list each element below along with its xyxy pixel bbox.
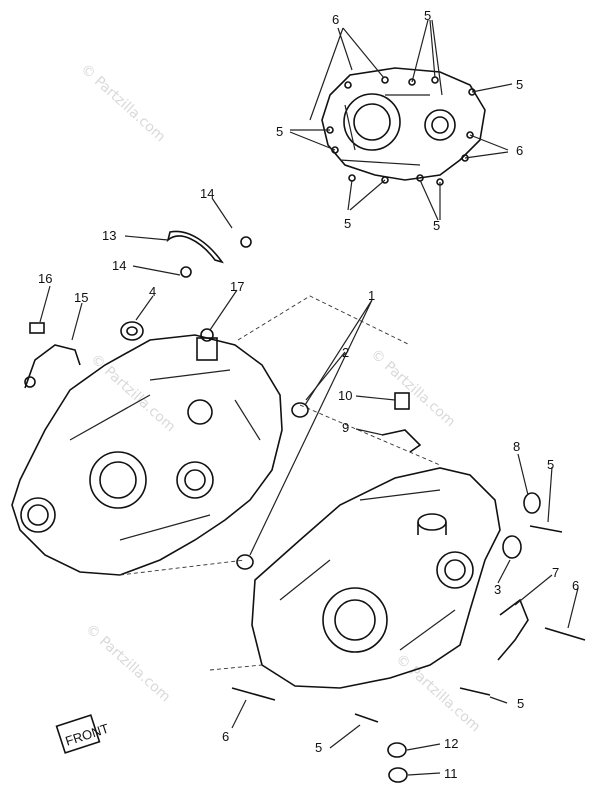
bolt-5-lower-right — [459, 687, 491, 696]
callout-6-right: 6 — [516, 143, 523, 158]
callout-4: 4 — [149, 284, 156, 299]
callout-5-bottom-right: 5 — [433, 218, 440, 233]
callout-6-right-lower: 6 — [572, 578, 579, 593]
bracket-9 — [381, 429, 422, 453]
breather-hose-13 — [166, 230, 224, 264]
callout-14-lower: 14 — [112, 258, 126, 273]
callout-7: 7 — [552, 565, 559, 580]
bushing-8 — [523, 492, 541, 514]
drain-plug-11 — [388, 767, 408, 783]
callout-11: 11 — [444, 766, 458, 781]
watermark-1: © Partzilla.com — [77, 61, 168, 145]
right-crankcase-half — [251, 467, 501, 689]
callout-10: 10 — [338, 388, 352, 403]
small-parts — [24, 230, 586, 783]
callout-5-top-right: 5 — [516, 77, 523, 92]
callout-16: 16 — [38, 271, 52, 286]
oil-seal-3 — [502, 535, 522, 559]
leader-lines — [39, 19, 579, 776]
left-crankcase-half — [11, 328, 283, 576]
bolt-5-right — [529, 525, 563, 533]
bolt-6-lower-left — [231, 687, 276, 701]
alignment-lines — [119, 295, 441, 671]
watermark-3: © Partzilla.com — [367, 346, 458, 430]
callout-14-upper: 14 — [200, 186, 214, 201]
callout-6-top-left: 6 — [332, 12, 339, 27]
bracket-7 — [497, 598, 529, 661]
washer-12 — [387, 742, 407, 758]
clip-14-lower — [180, 266, 192, 278]
callout-5-left: 5 — [276, 124, 283, 139]
callouts: 6 5 5 5 6 5 5 14 13 14 16 15 4 17 1 2 10… — [38, 8, 579, 781]
dowel-pin-upper — [291, 402, 309, 418]
callout-15: 15 — [74, 290, 88, 305]
cable-guide-15 — [24, 344, 81, 389]
callout-5-right-lower: 5 — [517, 696, 524, 711]
front-badge-shape — [55, 714, 101, 754]
bolt-5-bottom — [354, 713, 379, 723]
bolt-16 — [29, 322, 45, 334]
fitting-10 — [394, 392, 410, 410]
oil-seal-4 — [120, 321, 144, 341]
callout-3: 3 — [494, 582, 501, 597]
dowel-pin-lower — [236, 554, 254, 570]
callout-17: 17 — [230, 279, 244, 294]
top-crankcase-view — [321, 67, 486, 186]
callout-12: 12 — [444, 736, 458, 751]
clip-14-upper — [240, 236, 252, 248]
callout-5-bottom: 5 — [315, 740, 322, 755]
callout-9: 9 — [342, 420, 349, 435]
callout-1: 1 — [368, 288, 375, 303]
callout-6-bottom-left: 6 — [222, 729, 229, 744]
bolt-6-right — [544, 627, 586, 641]
callout-8: 8 — [513, 439, 520, 454]
watermark-4: © Partzilla.com — [82, 621, 173, 705]
watermark-5: © Partzilla.com — [392, 651, 483, 735]
front-badge-text: FRONT — [63, 721, 110, 749]
callout-5-bottom-left: 5 — [344, 216, 351, 231]
callout-5-top: 5 — [424, 8, 431, 23]
callout-2: 2 — [342, 345, 349, 360]
callout-13: 13 — [102, 228, 116, 243]
callout-5-right-upper: 5 — [547, 457, 554, 472]
